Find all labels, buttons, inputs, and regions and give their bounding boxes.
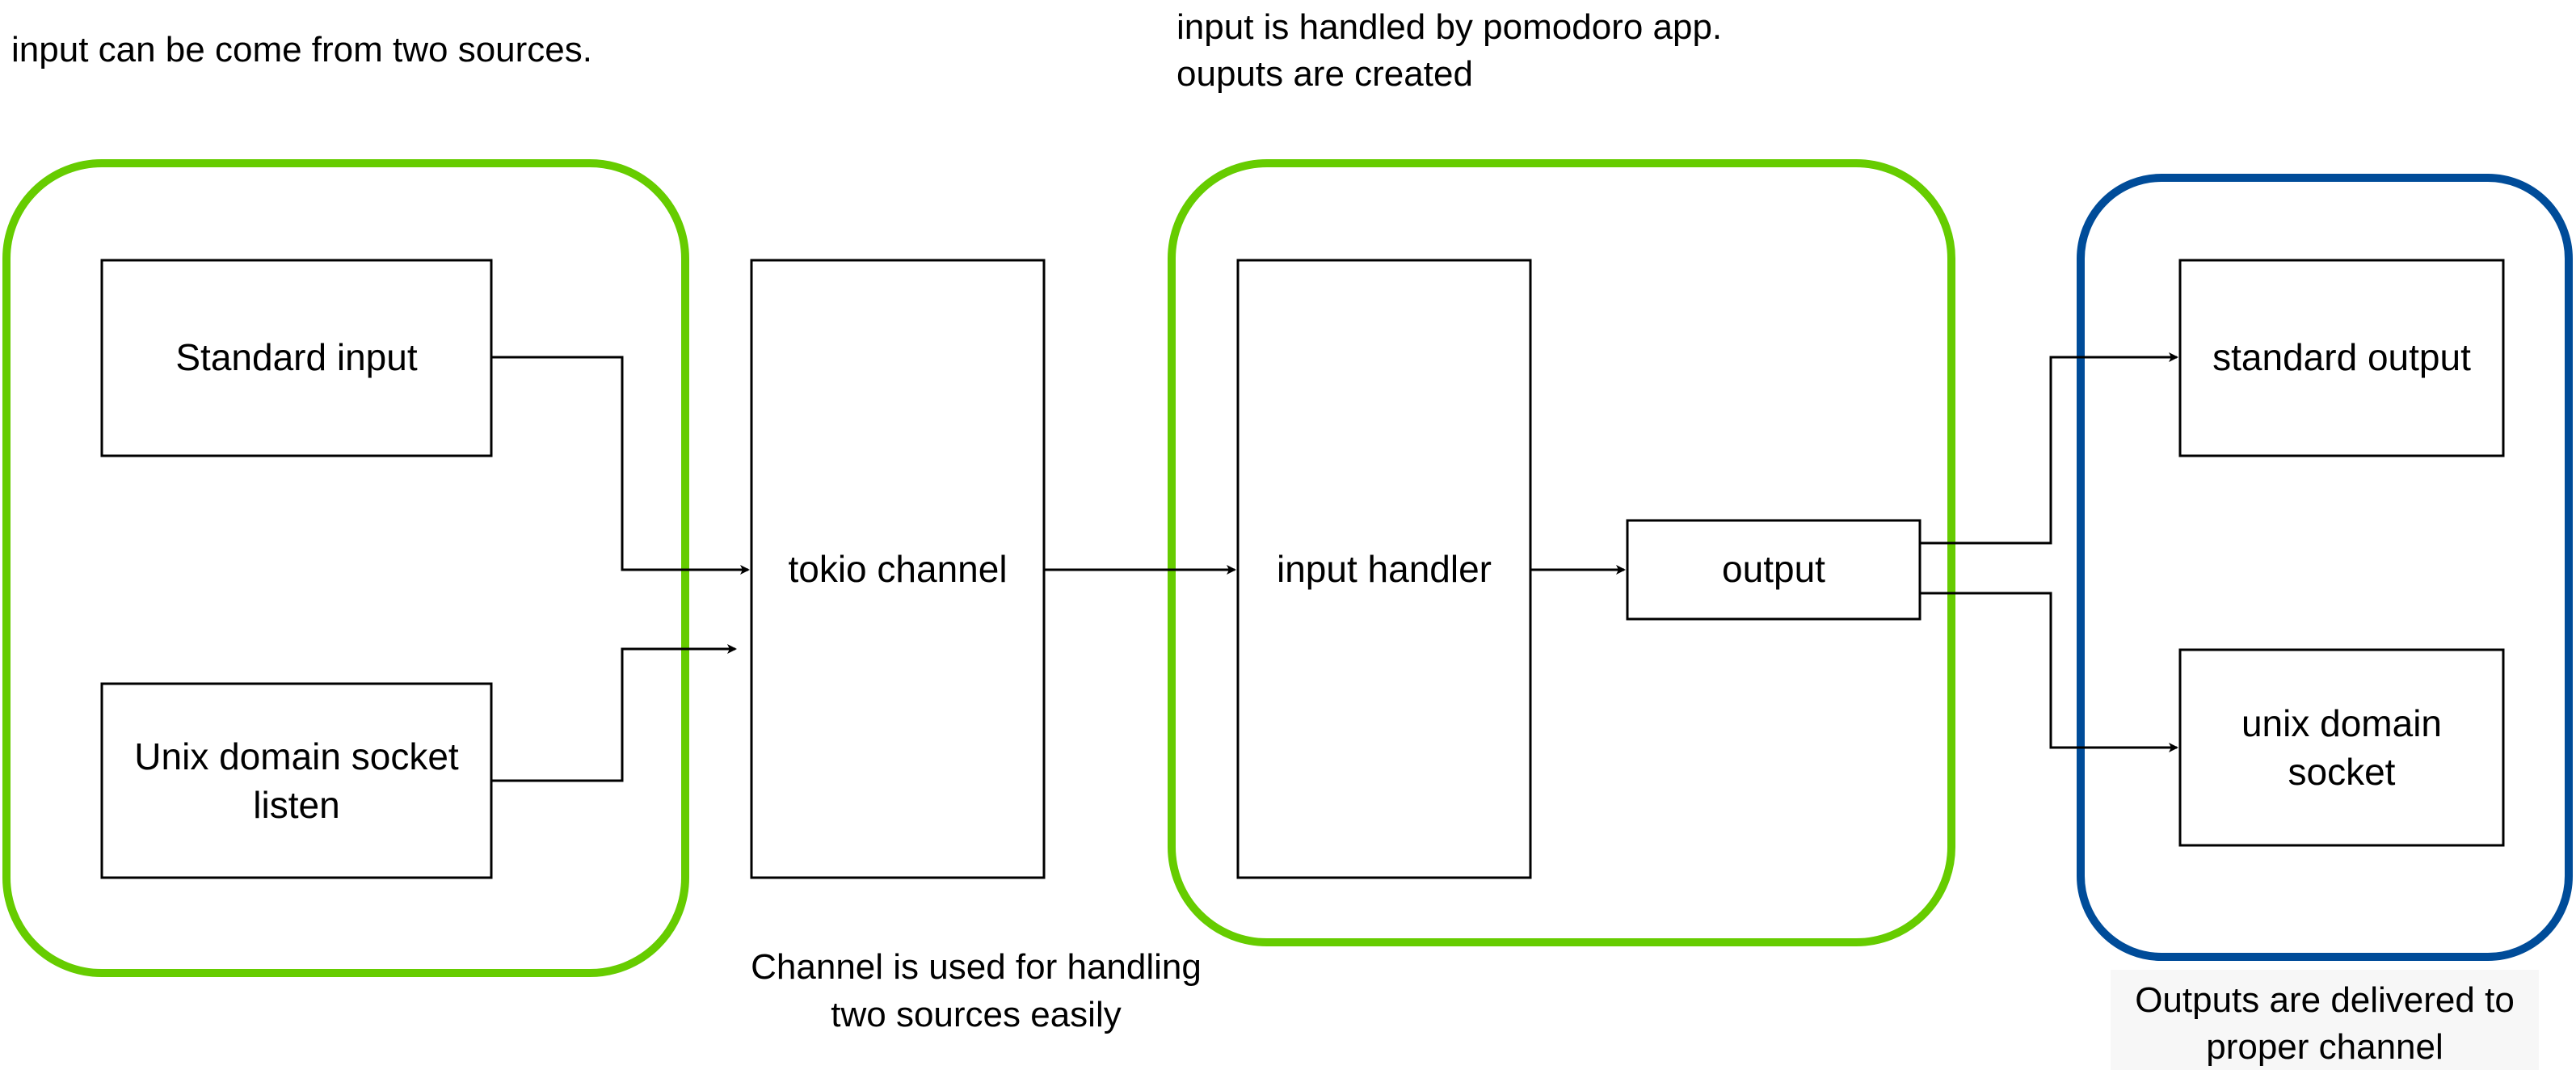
unix-domain-socket-label-line1: unix domain — [2241, 702, 2442, 744]
standard-input-box — [100, 259, 493, 457]
unix-domain-socket-listen-label-line1: Unix domain socket — [134, 735, 459, 777]
output-box — [1626, 519, 1921, 621]
edge-socket-listen-to-channel — [491, 644, 737, 782]
handler-annotation-line1: input is handled by pomodoro app. — [1176, 7, 1722, 47]
input-handler-box — [1236, 259, 1532, 879]
outputs-annotation-background — [2111, 970, 2539, 1070]
output-label: output — [1722, 548, 1825, 590]
standard-output-box — [2178, 259, 2505, 457]
input-handler-group — [1168, 159, 1955, 946]
channel-annotation-line1: Channel is used for handling — [751, 947, 1202, 987]
edge-output-to-unix-socket — [1920, 592, 2178, 752]
output-channels-group — [2077, 174, 2573, 961]
input-sources-annotation: input can be come from two sources. — [11, 30, 592, 70]
handler-annotation-line2: ouputs are created — [1176, 54, 1473, 94]
edge-output-to-standard-output — [1920, 352, 2178, 545]
outputs-annotation-line1: Outputs are delivered to — [2135, 980, 2515, 1020]
unix-domain-socket-listen-label-line2: listen — [253, 784, 339, 826]
input-handler-label: input handler — [1277, 548, 1492, 590]
outputs-annotation-line2: proper channel — [2206, 1027, 2443, 1067]
tokio-channel-label: tokio channel — [788, 548, 1007, 590]
input-sources-group — [2, 159, 689, 977]
unix-domain-socket-box — [2178, 648, 2505, 847]
edge-standard-input-to-channel — [491, 356, 750, 575]
standard-input-label: Standard input — [175, 336, 417, 378]
unix-domain-socket-label-line2: socket — [2288, 751, 2396, 793]
tokio-channel-box — [750, 259, 1046, 879]
standard-output-label: standard output — [2212, 336, 2471, 378]
unix-domain-socket-listen-box — [100, 682, 493, 879]
channel-annotation-line2: two sources easily — [831, 995, 1121, 1034]
